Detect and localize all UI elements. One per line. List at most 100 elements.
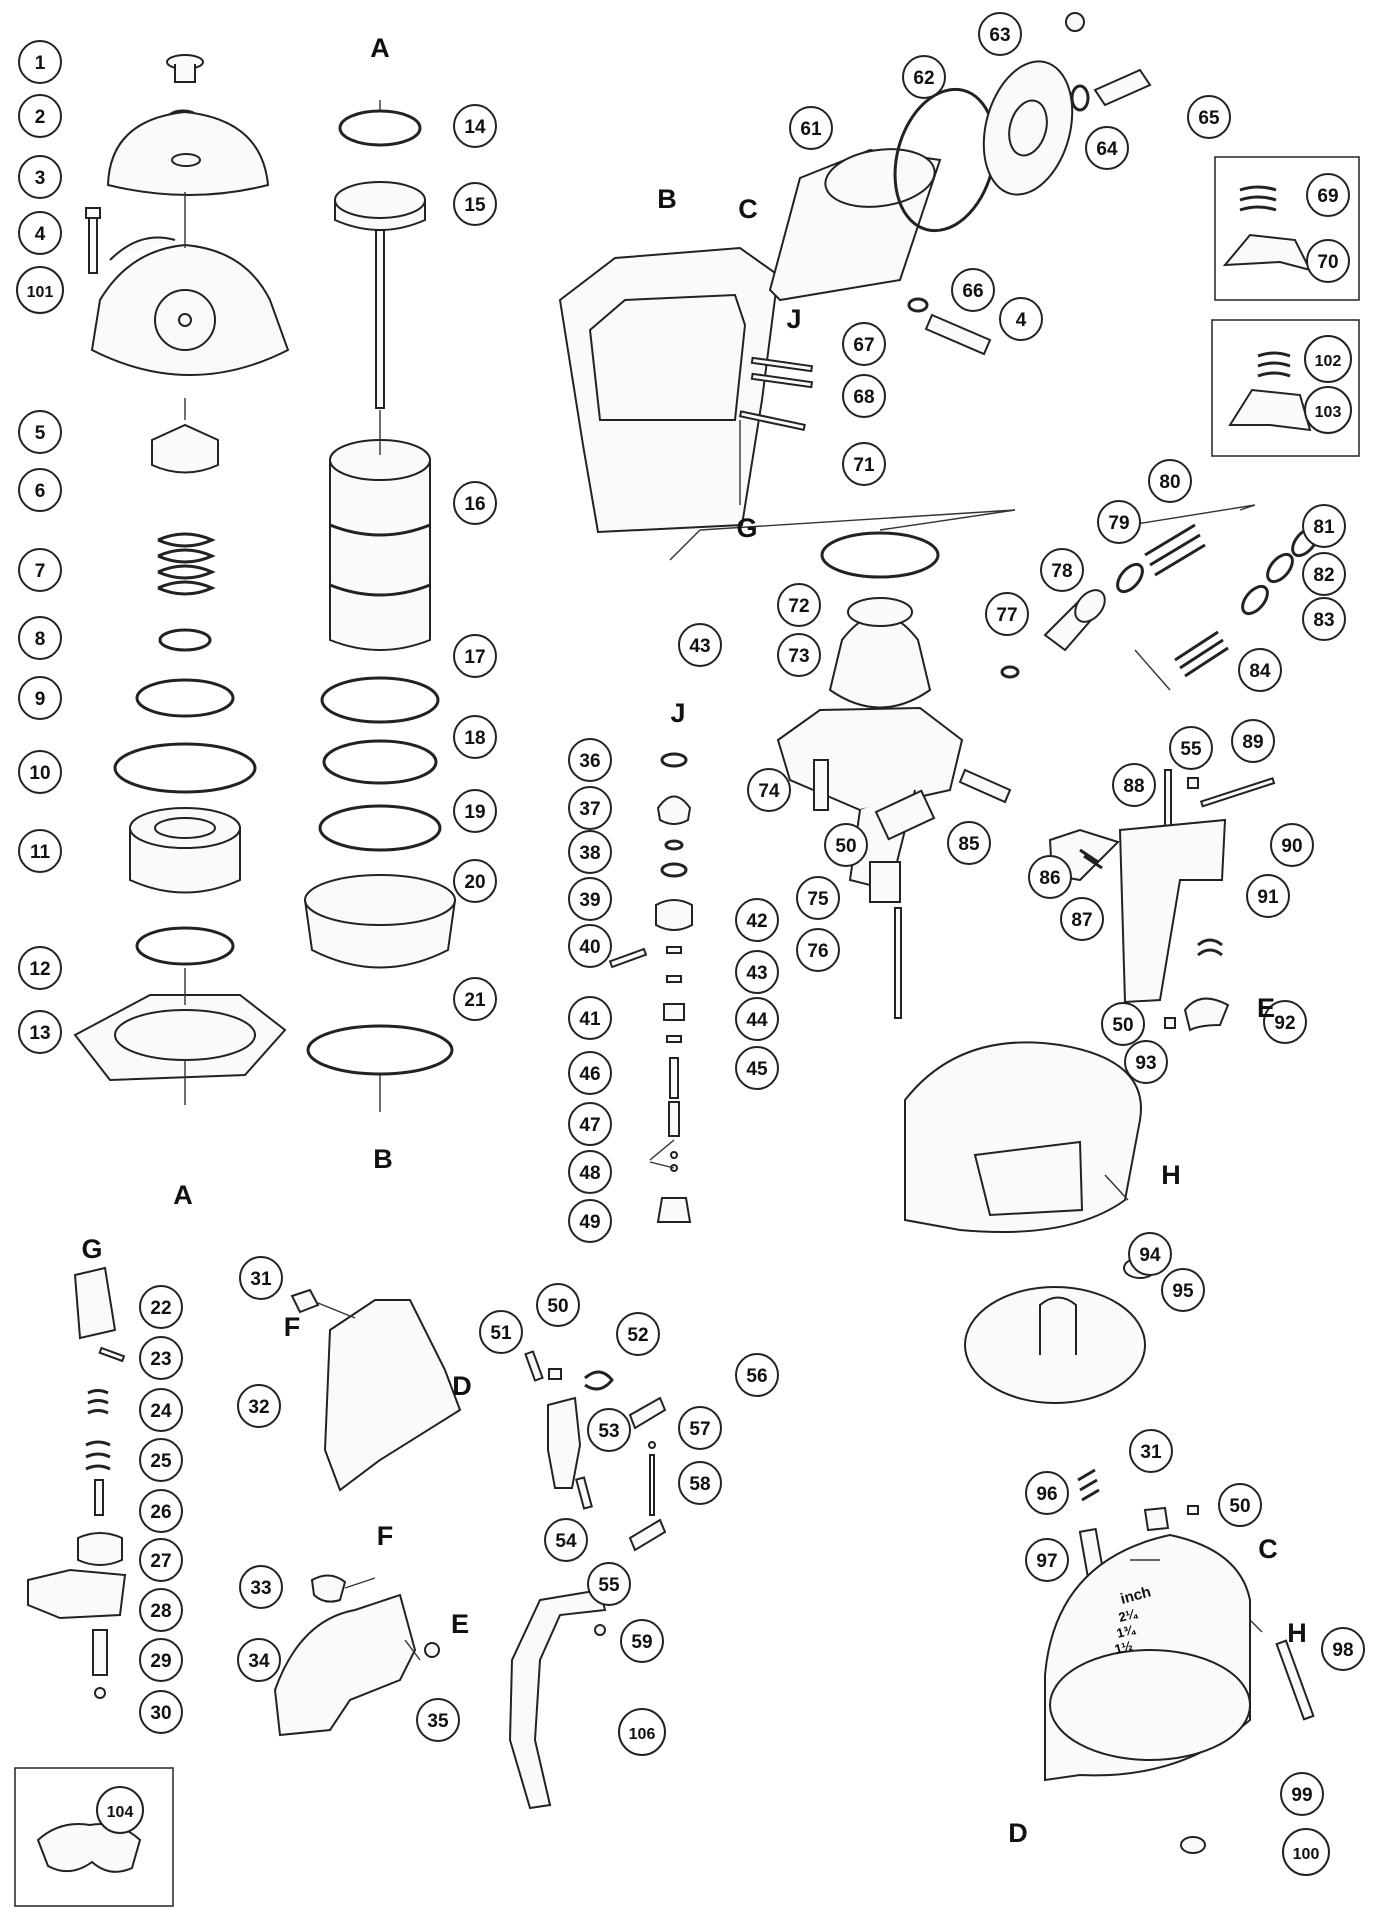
- callout-c41: 41: [568, 996, 612, 1040]
- callout-c90: 90: [1270, 823, 1314, 867]
- callout-circle-c18: [453, 715, 497, 759]
- callout-label-c3: 3: [35, 168, 46, 189]
- callout-circle-c33: [239, 1565, 283, 1609]
- callout-label-c19: 19: [464, 802, 485, 823]
- callout-label-c81: 81: [1313, 517, 1335, 538]
- callout-label-c70: 70: [1317, 252, 1338, 273]
- callout-label-c50b: 50: [835, 836, 856, 857]
- callout-label-c39: 39: [579, 890, 600, 911]
- part-piston-ring-top: [338, 109, 422, 147]
- callout-c19: 19: [453, 789, 497, 833]
- callout-circle-c27: [139, 1538, 183, 1582]
- callout-c30: 30: [139, 1690, 183, 1734]
- callout-c92: 92: [1263, 1000, 1307, 1044]
- callout-c77: 77: [985, 592, 1029, 636]
- callout-c27: 27: [139, 1538, 183, 1582]
- callout-circle-c50a: [536, 1283, 580, 1327]
- callout-c10: 10: [18, 750, 62, 794]
- callout-circle-c90: [1270, 823, 1314, 867]
- callout-circle-c67: [842, 322, 886, 366]
- callout-circle-c47: [568, 1102, 612, 1146]
- callout-circle-c55b: [1169, 726, 1213, 770]
- callout-label-c61: 61: [800, 119, 822, 140]
- part-bracket-28: [27, 1568, 127, 1620]
- part-head-valve: [129, 807, 241, 894]
- callout-c15: 15: [453, 182, 497, 226]
- callout-circle-c54: [544, 1518, 588, 1562]
- callout-circle-c26: [139, 1489, 183, 1533]
- callout-c96: 96: [1025, 1471, 1069, 1515]
- callout-c50d: 50: [1218, 1483, 1262, 1527]
- callout-c75: 75: [796, 876, 840, 920]
- callout-label-c28: 28: [150, 1601, 171, 1622]
- callout-circle-c8: [18, 616, 62, 660]
- reference-letter-D-bottom: D: [1008, 1818, 1028, 1848]
- callout-c32: 32: [237, 1384, 281, 1428]
- callout-c39: 39: [568, 877, 612, 921]
- callout-label-c2: 2: [35, 107, 46, 128]
- callout-circle-c5: [18, 410, 62, 454]
- callout-label-c53: 53: [598, 1421, 619, 1442]
- callout-c58: 58: [678, 1461, 722, 1505]
- callout-circle-c50b: [824, 823, 868, 867]
- callout-c16: 16: [453, 481, 497, 525]
- callout-label-c101: 101: [27, 284, 54, 301]
- callout-label-c46: 46: [579, 1064, 600, 1085]
- reference-letter-A-top: A: [370, 33, 390, 63]
- part-head-seal: [158, 628, 212, 652]
- callout-circle-c97: [1025, 1538, 1069, 1582]
- reference-letter-A-bottom: A: [173, 1180, 193, 1210]
- callout-circle-c87: [1060, 897, 1104, 941]
- callout-c26: 26: [139, 1489, 183, 1533]
- callout-label-c7: 7: [35, 561, 46, 582]
- callout-label-c94: 94: [1139, 1245, 1161, 1266]
- reference-letter-H-top: H: [1161, 1160, 1181, 1190]
- part-bumper-73: [828, 597, 932, 709]
- callout-circle-c73: [777, 633, 821, 677]
- callout-label-c100: 100: [1293, 1846, 1320, 1863]
- callout-circle-c2: [18, 94, 62, 138]
- part-valve-stem-cap: [656, 795, 692, 825]
- callout-c74: 74: [747, 768, 791, 812]
- callout-label-c92: 92: [1274, 1013, 1295, 1034]
- callout-circle-c53: [587, 1408, 631, 1452]
- part-valve-seal-43: [666, 975, 682, 983]
- part-knob-27: [77, 1532, 123, 1566]
- callout-label-c98: 98: [1332, 1640, 1353, 1661]
- callout-label-c76: 76: [807, 941, 828, 962]
- callout-label-c87: 87: [1071, 910, 1092, 931]
- callout-c2: 2: [18, 94, 62, 138]
- part-adjuster-22: [73, 1266, 117, 1340]
- callout-circle-c4a: [18, 211, 62, 255]
- callout-c18: 18: [453, 715, 497, 759]
- callout-c43a: 43: [735, 950, 779, 994]
- callout-circle-c7: [18, 548, 62, 592]
- callout-circle-c51: [479, 1310, 523, 1354]
- callout-label-c50c: 50: [1112, 1015, 1133, 1036]
- part-valve-pins: [608, 947, 648, 969]
- callout-c31b: 31: [1129, 1429, 1173, 1473]
- callout-c81: 81: [1302, 504, 1346, 548]
- callout-c70: 70: [1306, 239, 1350, 283]
- callout-circle-c38: [568, 830, 612, 874]
- callout-label-c82: 82: [1313, 565, 1334, 586]
- callout-c22: 22: [139, 1285, 183, 1329]
- callout-circle-c98: [1321, 1627, 1365, 1671]
- part-cylinder-ring-1: [322, 739, 438, 785]
- callout-c95: 95: [1161, 1268, 1205, 1312]
- part-magazine-base-99: [1044, 1533, 1251, 1782]
- part-nut-33: [310, 1574, 347, 1603]
- callout-circle-c89: [1231, 719, 1275, 763]
- callout-c53: 53: [587, 1408, 631, 1452]
- callout-circle-c24: [139, 1388, 183, 1432]
- callout-circle-c16: [453, 481, 497, 525]
- callout-label-c36: 36: [579, 751, 600, 772]
- callout-c6: 6: [18, 468, 62, 512]
- part-spring-84: [1174, 630, 1229, 678]
- callout-c87: 87: [1060, 897, 1104, 941]
- callout-c4b: 4: [999, 297, 1043, 341]
- callout-circle-c22: [139, 1285, 183, 1329]
- callout-label-c90: 90: [1281, 836, 1302, 857]
- callout-c8: 8: [18, 616, 62, 660]
